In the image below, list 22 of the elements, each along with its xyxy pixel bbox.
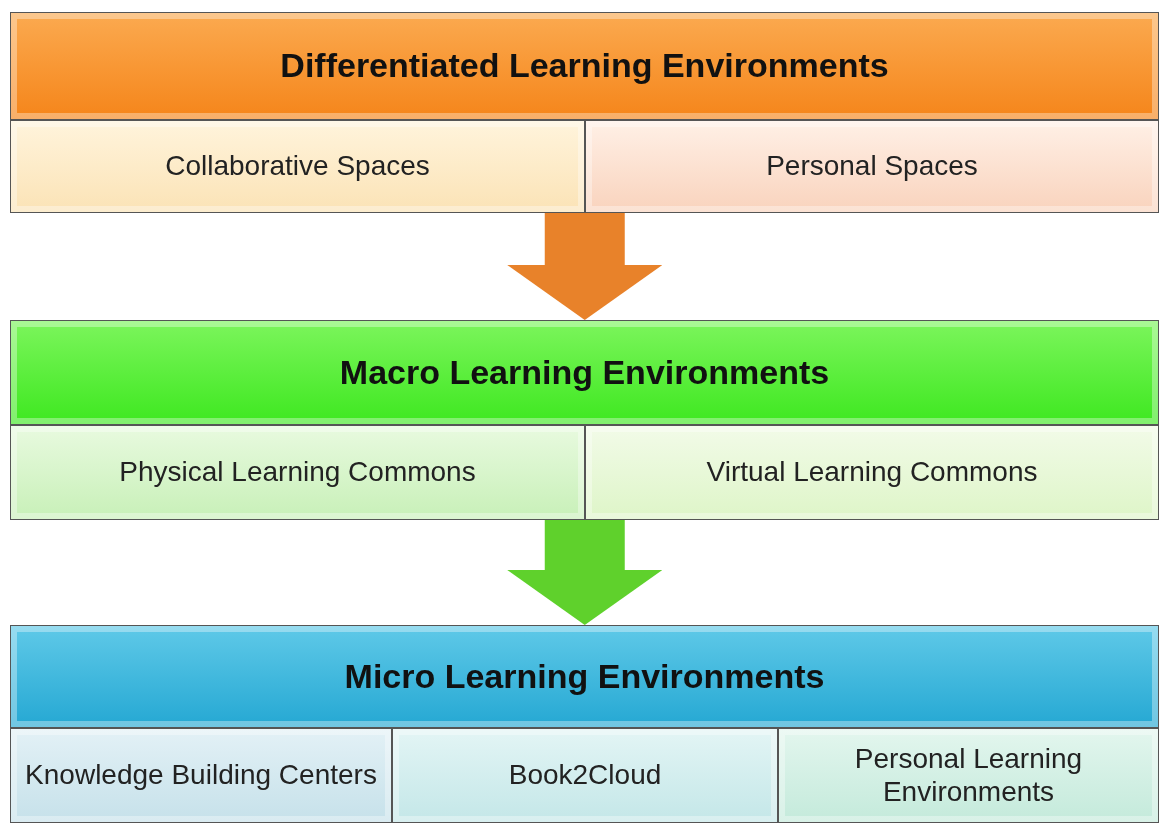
category-label: Personal Spaces [766, 150, 978, 183]
category-label: Collaborative Spaces [165, 150, 430, 183]
category-label: Book2Cloud [508, 759, 662, 792]
category-label: Knowledge Building Centers [25, 759, 377, 792]
category-box [585, 120, 1159, 213]
header-band [10, 320, 1159, 425]
band-heading: Macro Learning Environments [339, 352, 830, 393]
category-label: Personal Learning Environments [853, 743, 1084, 808]
category-label: Physical Learning Commons [119, 456, 476, 489]
header-band [10, 625, 1159, 728]
band-heading: Micro Learning Environments [344, 656, 825, 697]
category-box [10, 425, 585, 520]
header-band [10, 12, 1159, 120]
down-arrow [507, 520, 663, 625]
band-heading: Differentiated Learning Environments [280, 46, 889, 86]
category-box [392, 728, 778, 823]
category-box [10, 728, 392, 823]
category-box [585, 425, 1159, 520]
category-box [778, 728, 1159, 823]
down-arrow [507, 213, 663, 320]
category-label: Virtual Learning Commons [706, 456, 1038, 489]
category-box [10, 120, 585, 213]
